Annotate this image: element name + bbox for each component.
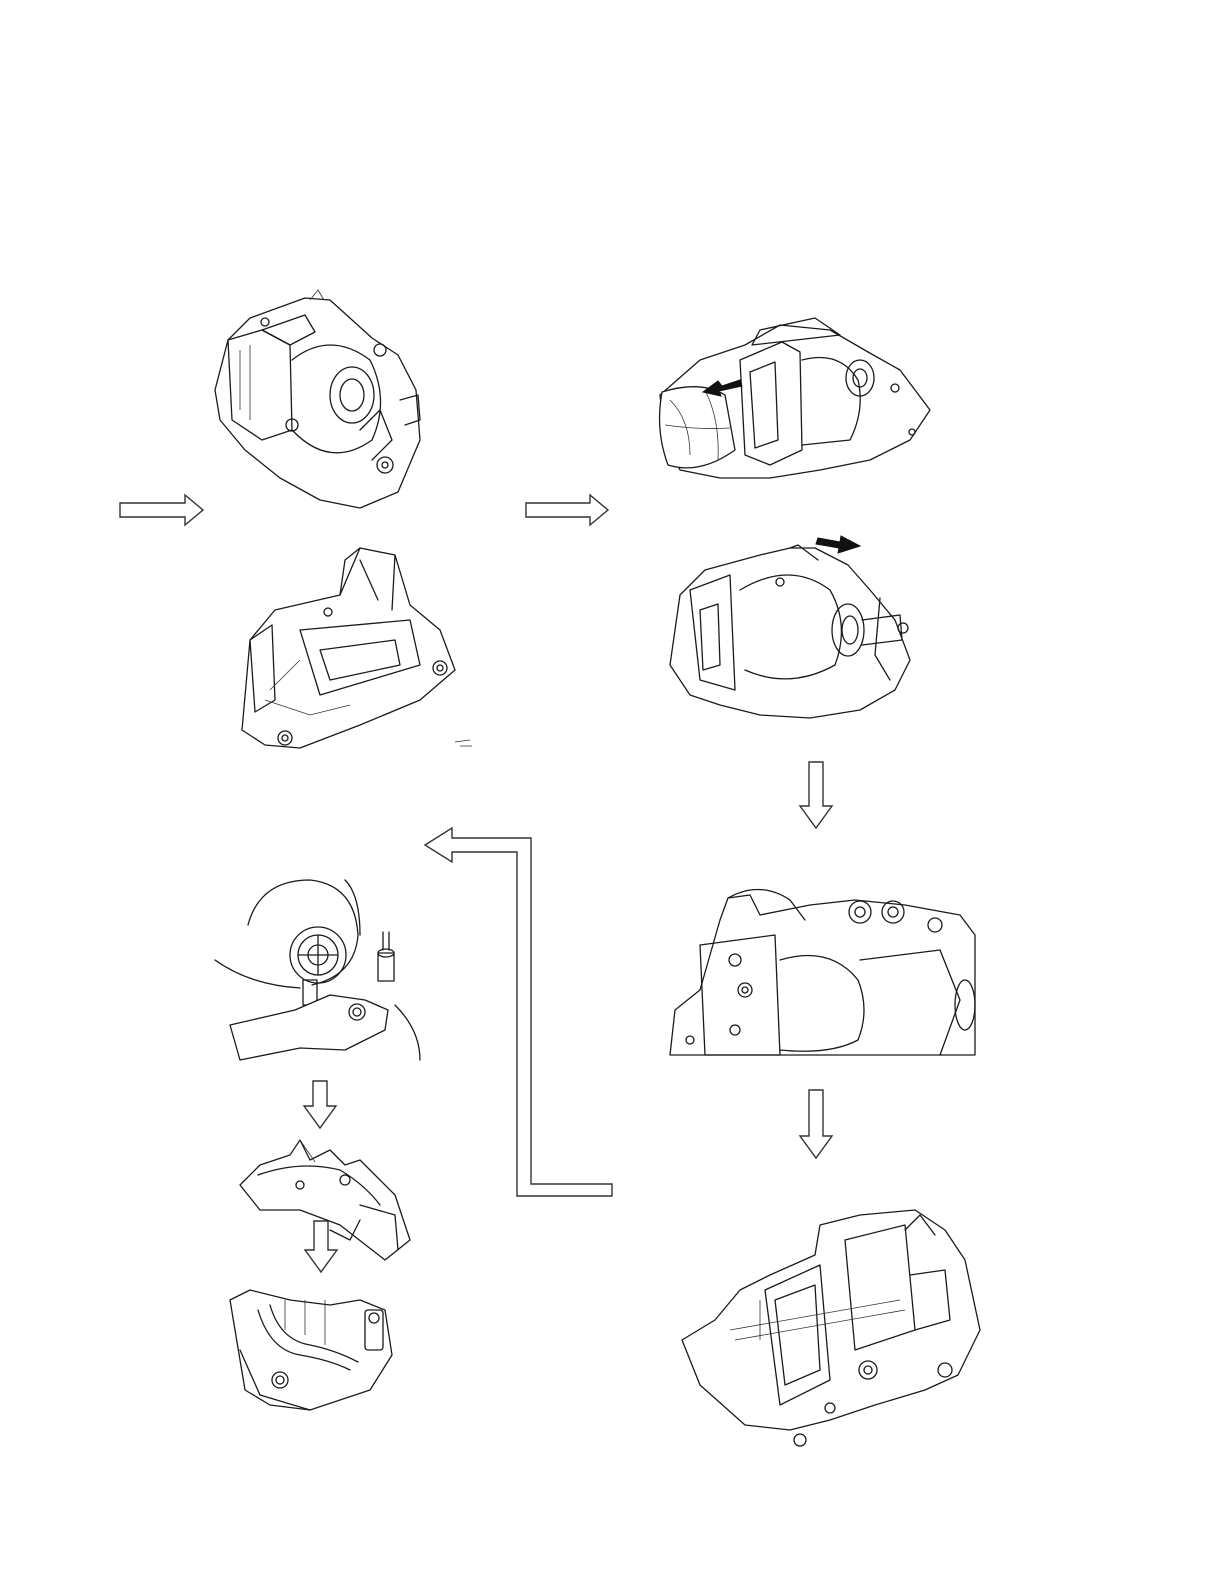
figure-lamp-closeup <box>670 889 975 1055</box>
arrow-right-1 <box>120 495 203 525</box>
arrow-down-1 <box>800 762 832 828</box>
figure-lamp-cover-slide <box>670 536 910 718</box>
arrow-return-path <box>425 828 612 1196</box>
figure-lamp-unit-front <box>215 290 420 508</box>
direction-arrow-right <box>816 536 860 553</box>
figure-wire-screw <box>230 1290 392 1410</box>
arrow-down-2 <box>800 1090 832 1158</box>
arrow-right-2 <box>526 495 608 525</box>
figure-lamp-housing-open <box>682 1210 980 1446</box>
figure-lamp-slide-out <box>660 318 930 478</box>
arrow-down-4 <box>305 1221 337 1272</box>
figure-lamp-unit-base <box>242 548 472 748</box>
arrow-down-3 <box>304 1081 336 1128</box>
figure-bulb-connector <box>215 880 420 1060</box>
